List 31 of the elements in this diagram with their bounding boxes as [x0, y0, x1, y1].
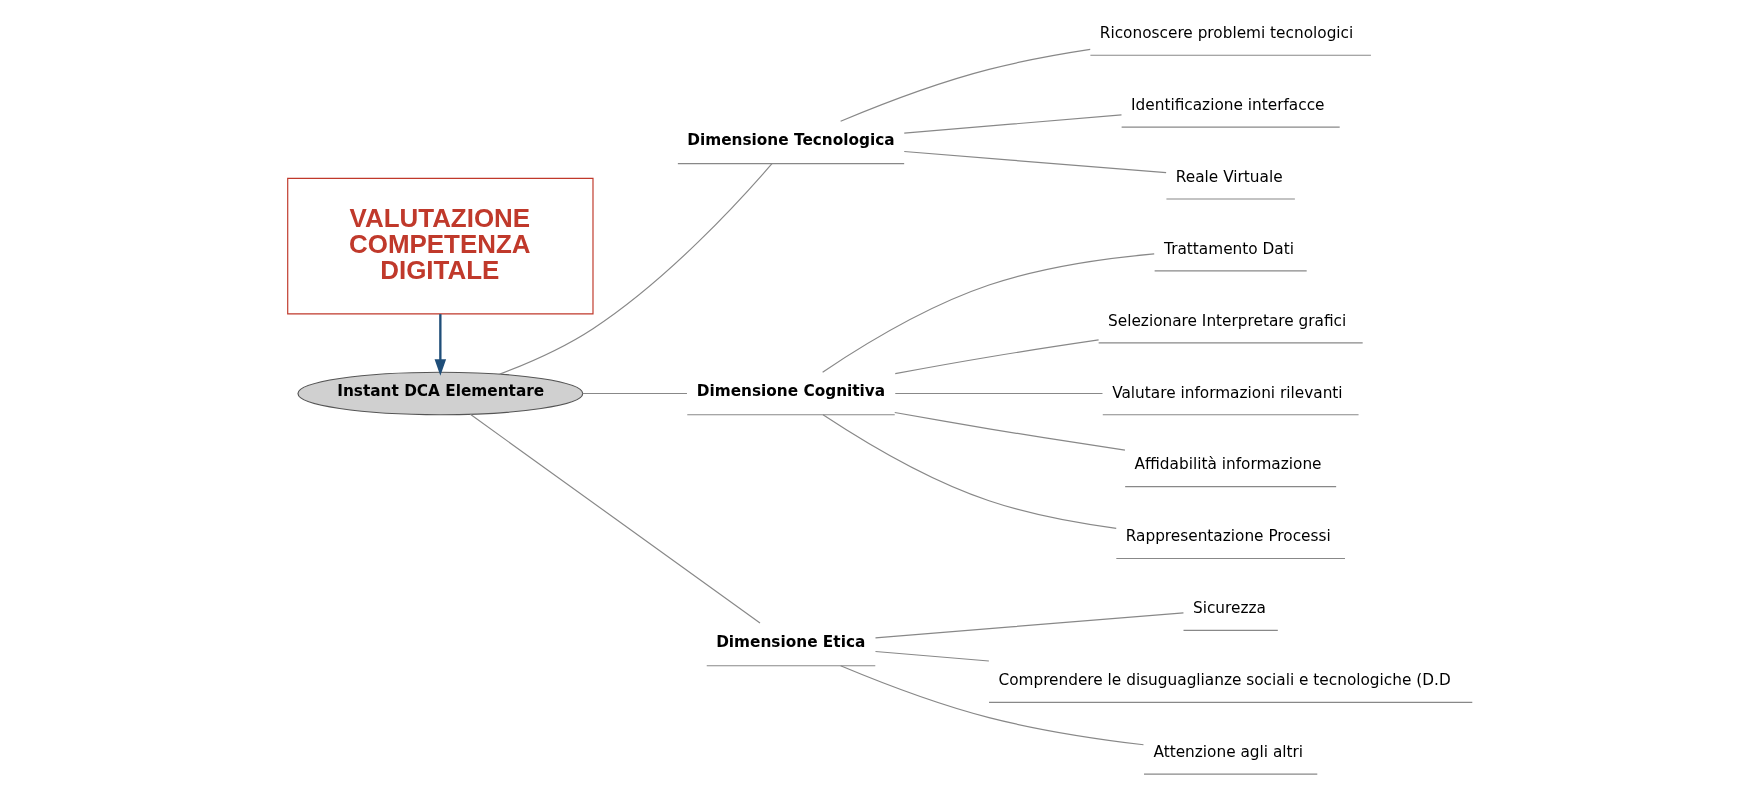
- connector: [822, 414, 1117, 529]
- node-text: Affidabilità informazione: [1134, 455, 1322, 474]
- connector: [874, 650, 990, 662]
- node-text: Valutare informazioni rilevanti: [1112, 383, 1343, 402]
- connector: [822, 253, 1155, 373]
- connector: [874, 612, 1185, 639]
- node-box: VALUTAZIONE COMPETENZA DIGITALE: [287, 177, 594, 315]
- node-ellipse: Instant DCA Elementare: [297, 371, 584, 416]
- node-text: Rappresentazione Processi: [1125, 527, 1331, 546]
- connector: [582, 392, 688, 395]
- node-text: Riconoscere problemi tecnologici: [1099, 24, 1354, 43]
- node-text: Comprendere le disuguaglianze sociali e tecnologiche (D.D: [998, 671, 1451, 690]
- connector: [894, 339, 1100, 375]
- node-text: Identificazione interfacce: [1131, 95, 1325, 114]
- arrow: [434, 314, 447, 376]
- connector: [894, 411, 1126, 451]
- node-text: Reale Virtuale: [1175, 167, 1283, 186]
- node-text: Sicurezza: [1192, 599, 1266, 618]
- connector: [894, 392, 1104, 395]
- node-text: Selezionare Interpretare grafici: [1108, 311, 1347, 330]
- node-text: Dimensione Cognitiva: [696, 382, 886, 401]
- connector: [469, 413, 761, 624]
- node-text: Trattamento Dati: [1164, 239, 1294, 258]
- node-text: Dimensione Etica: [716, 633, 866, 652]
- connector: [903, 150, 1167, 174]
- connector: [840, 48, 1091, 122]
- connector: [903, 114, 1123, 134]
- node-text: Dimensione Tecnologica: [687, 131, 895, 150]
- connector: [499, 163, 773, 375]
- node-text: Attenzione agli altri: [1153, 743, 1304, 761]
- connector: [840, 665, 1145, 746]
